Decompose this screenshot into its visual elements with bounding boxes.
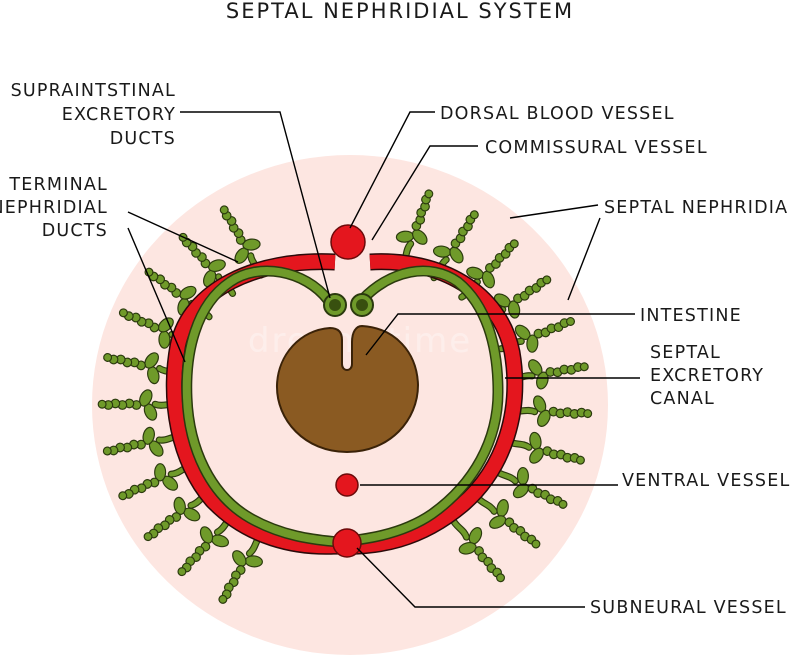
svg-text:SEPTAL: SEPTAL xyxy=(650,343,721,363)
svg-text:EXCRETORY: EXCRETORY xyxy=(62,105,176,125)
label-subneural-vessel: SUBNEURAL VESSEL xyxy=(590,598,787,618)
svg-text:SUPRAINTSTINAL: SUPRAINTSTINAL xyxy=(11,81,176,101)
label-septal-excretory-canal: SEPTAL EXCRETORY CANAL xyxy=(650,343,764,409)
intestine xyxy=(275,324,420,454)
label-ventral-vessel: VENTRAL VESSEL xyxy=(622,471,790,491)
subneural-vessel xyxy=(332,528,362,558)
supraintestinal-excretory-ducts xyxy=(323,293,374,317)
label-dorsal-blood-vessel: DORSAL BLOOD VESSEL xyxy=(440,104,675,124)
diagram-title: SEPTAL NEPHRIDIAL SYSTEM xyxy=(226,0,574,23)
label-commissural-vessel: COMMISSURAL VESSEL xyxy=(485,138,708,158)
svg-text:CANAL: CANAL xyxy=(650,389,715,409)
dorsal-blood-vessel xyxy=(330,224,366,260)
label-intestine: INTESTINE xyxy=(640,306,742,326)
label-septal-nephridia: SEPTAL NEPHRIDIA xyxy=(604,198,788,218)
label-supraintestinal-excretory-ducts: SUPRAINTSTINAL EXCRETORY DUCTS xyxy=(11,81,176,149)
svg-text:DUCTS: DUCTS xyxy=(110,129,176,149)
ventral-vessel xyxy=(335,473,359,497)
label-terminal-nephridial-ducts: TERMINAL NEPHRIDIAL DUCTS xyxy=(0,175,108,241)
svg-text:NEPHRIDIAL: NEPHRIDIAL xyxy=(0,198,108,218)
svg-text:EXCRETORY: EXCRETORY xyxy=(650,366,764,386)
svg-text:DUCTS: DUCTS xyxy=(42,221,108,241)
svg-text:TERMINAL: TERMINAL xyxy=(8,175,108,195)
leader-lines xyxy=(127,111,640,608)
